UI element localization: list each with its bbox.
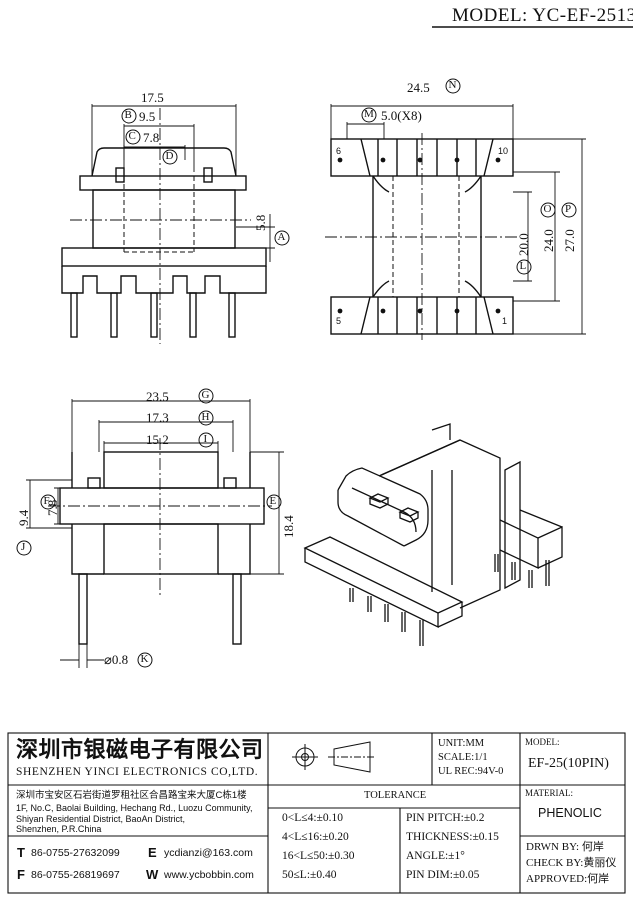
dim-17-3: 17.3	[146, 410, 169, 425]
pin-label-5: 5	[336, 316, 342, 326]
callout-circles	[16, 78, 577, 668]
top-view-hidden	[392, 176, 460, 297]
fax-label: F	[17, 867, 25, 882]
dim-15-2: 15.2	[146, 432, 169, 447]
dim-0-8: ⌀0.8	[104, 652, 129, 667]
dim-9-4: 9.4	[16, 509, 31, 526]
pin-label-10: 10	[498, 146, 509, 156]
scale: SCALE:1/1	[438, 752, 488, 763]
tolerance-1: 0<L≤4:±0.10	[282, 812, 343, 824]
callout-G: G	[201, 389, 210, 401]
front-view	[61, 147, 267, 338]
email-label: E	[148, 845, 157, 860]
callout-F: F	[43, 495, 50, 507]
tel-label: T	[17, 845, 25, 860]
email-value: ycdianzi@163.com	[164, 847, 253, 859]
angle-tol: ANGLE:±1°	[406, 850, 465, 862]
company-name-cn: 深圳市银磁电子有限公司	[16, 738, 264, 763]
model-label: MODEL:	[525, 737, 560, 747]
projection-symbol	[292, 741, 376, 773]
callout-C: C	[128, 130, 136, 142]
model-value: EF-25(10PIN)	[528, 756, 609, 771]
address-cn: 深圳市宝安区石岩街道罗租社区合昌路宝来大厦C栋1楼	[16, 790, 247, 801]
callout-N: N	[448, 79, 457, 91]
title-block-frame	[7, 732, 626, 894]
ul-rating: UL REC:94V-0	[438, 766, 504, 777]
dim-7-8: 7.8	[143, 130, 160, 145]
side-dims	[26, 399, 284, 668]
front-dims	[91, 104, 275, 262]
dim-7-8-side: 7.8	[45, 499, 60, 516]
tel-value: 86-0755-27632099	[31, 847, 120, 859]
checked-by: CHECK BY:黄丽仪	[526, 857, 617, 869]
pin-pitch-tol: PIN PITCH:±0.2	[406, 812, 485, 824]
dim-20-0: 20.0	[516, 233, 531, 256]
dim-24-5: 24.5	[407, 80, 430, 95]
tolerance-3: 16<L≤50:±0.30	[282, 850, 355, 862]
dim-9-5: 9.5	[139, 109, 156, 124]
address-en-2: Shiyan Residential District, BaoAn Distr…	[16, 814, 186, 824]
model-title: MODEL: YC-EF-2513	[452, 5, 633, 26]
callout-I: I	[203, 433, 208, 445]
callout-M: M	[364, 108, 374, 120]
drawn-by: DRWN BY: 何岸	[526, 841, 604, 853]
dim-18-4: 18.4	[281, 515, 296, 538]
material-value: PHENOLIC	[538, 806, 602, 820]
tolerance-title: TOLERANCE	[364, 790, 427, 801]
callout-B: B	[124, 109, 132, 121]
address-en-1: 1F, No.C, Baolai Building, Hechang Rd., …	[16, 803, 253, 813]
dim-27-0: 27.0	[562, 229, 577, 252]
web-value: www.ycbobbin.com	[164, 869, 254, 881]
callout-D: D	[165, 150, 174, 162]
address-en-3: Shenzhen, P.R.China	[16, 824, 102, 834]
web-label: W	[146, 867, 159, 882]
dim-23-5: 23.5	[146, 389, 169, 404]
callout-O: O	[543, 203, 552, 215]
dim-5-8: 5.8	[253, 214, 268, 231]
isometric-view	[303, 423, 563, 646]
callout-E: E	[269, 495, 277, 507]
dim-24-0: 24.0	[541, 229, 556, 252]
callout-K: K	[140, 653, 149, 665]
side-view-center	[48, 438, 272, 598]
front-view-center	[70, 108, 251, 344]
material-label: MATERIAL:	[525, 788, 573, 798]
pin-label-6: 6	[336, 146, 342, 156]
callout-P: P	[565, 203, 572, 215]
fax-value: 86-0755-26819697	[31, 869, 120, 881]
side-view	[59, 451, 265, 645]
top-view-pins	[337, 157, 501, 314]
tolerance-2: 4<L≤16:±0.20	[282, 831, 349, 843]
top-view-center	[325, 133, 520, 340]
front-view-hidden	[123, 176, 195, 253]
dim-5-0-x8: 5.0(X8)	[381, 108, 422, 123]
approved-by: APPROVED:何岸	[526, 873, 610, 885]
callout-J: J	[21, 541, 26, 553]
callout-A: A	[277, 231, 286, 243]
callout-H: H	[201, 411, 210, 423]
dim-17-5: 17.5	[141, 90, 164, 105]
tolerance-4: 50≤L:±0.40	[282, 869, 337, 881]
thickness-tol: THICKNESS:±0.15	[406, 831, 499, 843]
top-dims	[330, 104, 586, 335]
company-name-en: SHENZHEN YINCI ELECTRONICS CO,LTD.	[16, 766, 259, 778]
pin-label-1: 1	[502, 316, 508, 326]
unit: UNIT:MM	[438, 738, 485, 749]
pin-dim-tol: PIN DIM:±0.05	[406, 869, 480, 881]
callout-L: L	[519, 260, 527, 272]
